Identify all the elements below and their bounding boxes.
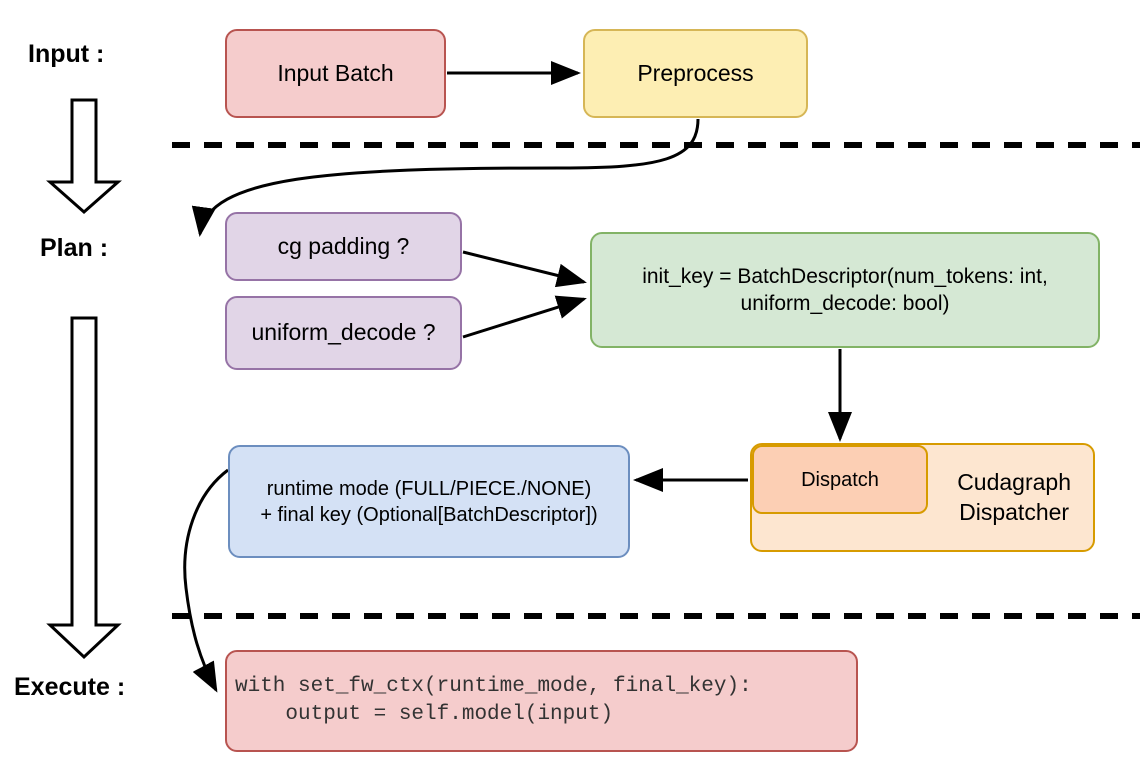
node-uniform-decode[interactable]: uniform_decode ? bbox=[225, 296, 462, 370]
node-cudagraph-dispatcher-label: Cudagraph Dispatcher bbox=[957, 468, 1071, 525]
block-arrow-input-to-plan bbox=[46, 98, 122, 215]
node-uniform-decode-label: uniform_decode ? bbox=[251, 319, 436, 346]
node-preprocess[interactable]: Preprocess bbox=[583, 29, 808, 118]
node-execute-code-block[interactable]: with set_fw_ctx(runtime_mode, final_key)… bbox=[225, 650, 858, 752]
node-runtime-mode[interactable]: runtime mode (FULL/PIECE./NONE) + final … bbox=[228, 445, 630, 558]
node-preprocess-label: Preprocess bbox=[637, 59, 754, 86]
block-arrow-plan-to-execute bbox=[46, 316, 122, 660]
node-input-batch[interactable]: Input Batch bbox=[225, 29, 446, 118]
stage-label-execute: Execute : bbox=[14, 673, 126, 701]
node-execute-code-text: with set_fw_ctx(runtime_mode, final_key)… bbox=[235, 674, 752, 726]
node-cg-padding-label: cg padding ? bbox=[277, 232, 410, 259]
node-runtime-mode-label: runtime mode (FULL/PIECE./NONE) + final … bbox=[260, 477, 598, 526]
node-init-key[interactable]: init_key = BatchDescriptor(num_tokens: i… bbox=[590, 232, 1100, 348]
node-dispatch-label: Dispatch bbox=[801, 468, 879, 491]
arrow-uniform-decode-to-init-key bbox=[462, 295, 587, 339]
node-init-key-label: init_key = BatchDescriptor(num_tokens: i… bbox=[642, 264, 1048, 315]
arrow-runtime-mode-to-code bbox=[183, 468, 229, 693]
node-cg-padding[interactable]: cg padding ? bbox=[225, 212, 462, 281]
stage-label-plan: Plan : bbox=[40, 234, 109, 262]
node-input-batch-label: Input Batch bbox=[277, 59, 394, 86]
node-dispatch[interactable]: Dispatch bbox=[752, 445, 928, 514]
arrow-cg-padding-to-init-key bbox=[462, 250, 587, 288]
stage-label-input: Input : bbox=[28, 40, 105, 68]
